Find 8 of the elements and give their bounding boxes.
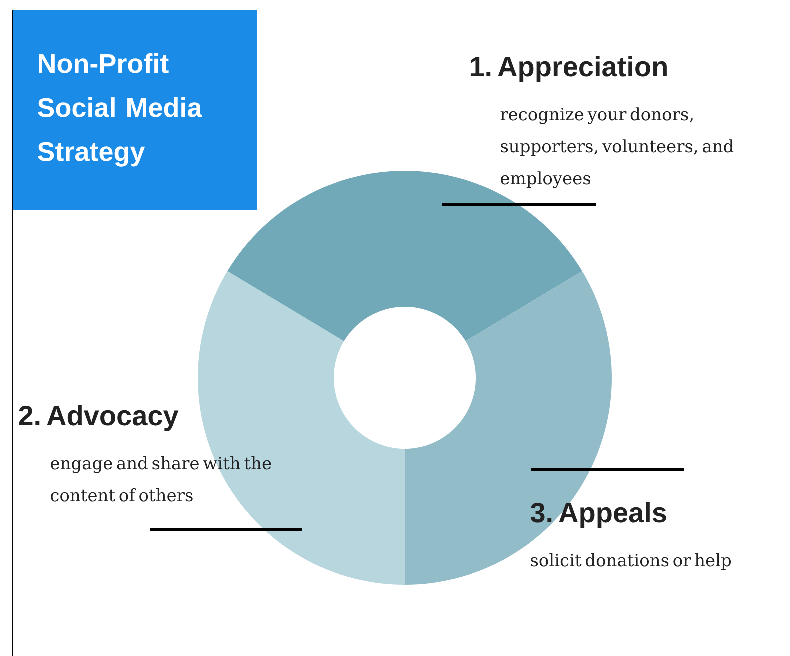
leader-line <box>150 528 302 532</box>
leader-line <box>531 468 684 472</box>
title-box: Non-Profit Social Media Strategy <box>13 10 258 210</box>
section-text: 1. Appreciation recognize your donors, supporters, volunteers, and employees <box>470 56 734 188</box>
donut-segment <box>198 271 405 585</box>
section-text: 3. Appeals solicit donations or help <box>530 502 732 570</box>
leader-line <box>442 202 596 206</box>
section-text: 2. Advocacy engage and share with the content of others <box>19 405 272 502</box>
